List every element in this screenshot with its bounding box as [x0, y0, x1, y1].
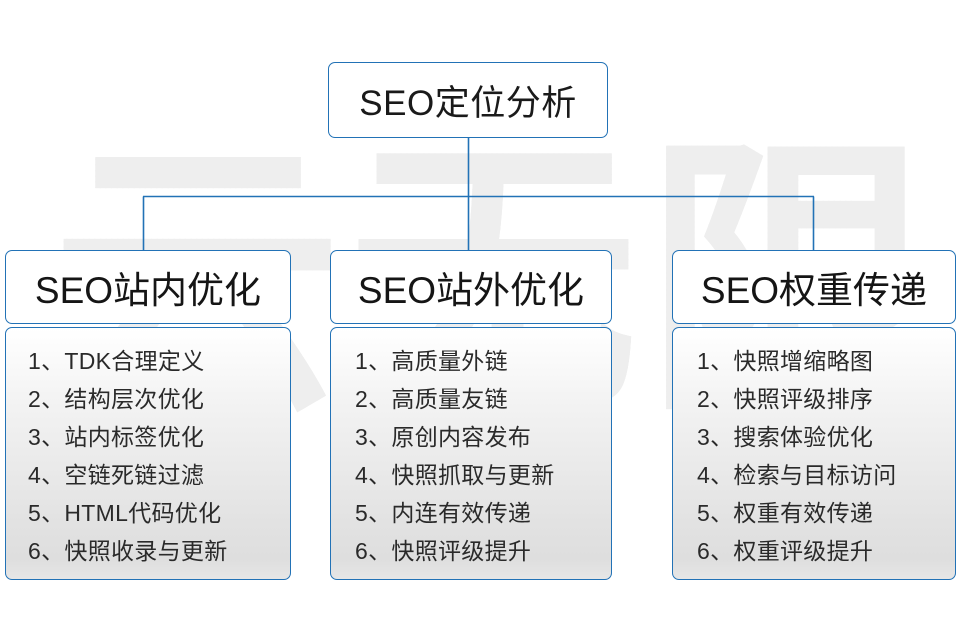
list-item: 4、检索与目标访问: [697, 462, 897, 488]
list-item: 4、快照抓取与更新: [355, 462, 555, 488]
list-item: 1、高质量外链: [355, 348, 508, 374]
list-item: 6、快照收录与更新: [28, 538, 228, 564]
list-item: 3、原创内容发布: [355, 424, 532, 450]
list-item: 1、快照增缩略图: [697, 348, 874, 374]
list-item: 5、权重有效传递: [697, 500, 874, 526]
branch-header-0: SEO站内优化: [5, 250, 291, 324]
branch-column-seo-weight[interactable]: SEO权重传递 1、快照增缩略图 2、快照评级排序 3、搜索体验优化 4、检索与…: [672, 250, 956, 580]
list-item: 1、TDK合理定义: [28, 348, 205, 374]
branch-header-1: SEO站外优化: [330, 250, 612, 324]
list-item: 6、快照评级提升: [355, 538, 532, 564]
list-item: 5、HTML代码优化: [28, 500, 222, 526]
list-item: 3、站内标签优化: [28, 424, 205, 450]
branch-header-2: SEO权重传递: [672, 250, 956, 324]
list-item: 2、结构层次优化: [28, 386, 205, 412]
list-item: 2、快照评级排序: [697, 386, 874, 412]
list-item: 6、权重评级提升: [697, 538, 874, 564]
branch-item-list-1: 1、高质量外链 2、高质量友链 3、原创内容发布 4、快照抓取与更新 5、内连有…: [330, 327, 612, 580]
root-node[interactable]: SEO定位分析: [328, 62, 608, 138]
list-item: 4、空链死链过滤: [28, 462, 205, 488]
branch-column-seo-offsite[interactable]: SEO站外优化 1、高质量外链 2、高质量友链 3、原创内容发布 4、快照抓取与…: [330, 250, 612, 580]
list-item: 5、内连有效传递: [355, 500, 532, 526]
branch-item-list-0: 1、TDK合理定义 2、结构层次优化 3、站内标签优化 4、空链死链过滤 5、H…: [5, 327, 291, 580]
branch-item-list-2: 1、快照增缩略图 2、快照评级排序 3、搜索体验优化 4、检索与目标访问 5、权…: [672, 327, 956, 580]
list-item: 3、搜索体验优化: [697, 424, 874, 450]
root-node-label: SEO定位分析: [328, 62, 608, 138]
branch-column-seo-onsite[interactable]: SEO站内优化 1、TDK合理定义 2、结构层次优化 3、站内标签优化 4、空链…: [5, 250, 291, 580]
list-item: 2、高质量友链: [355, 386, 508, 412]
